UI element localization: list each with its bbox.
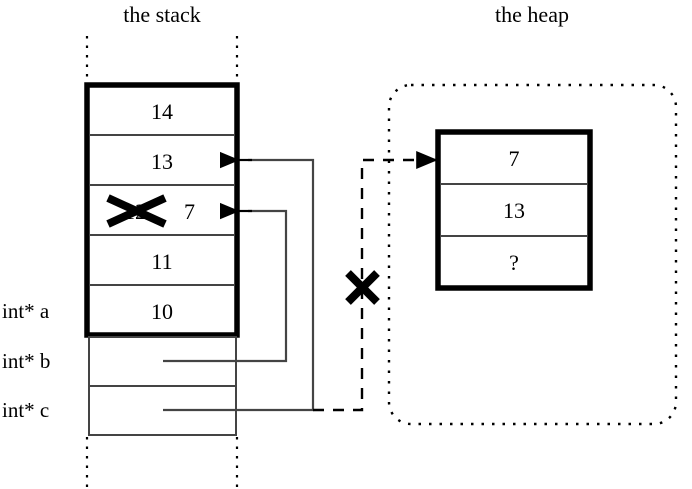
pointer-b-arrow (163, 202, 288, 363)
heap-cell-value: 13 (503, 198, 525, 223)
stack-cell-value: 11 (151, 249, 173, 274)
stack-region-dotted-guides (85, 36, 239, 487)
stack-cell-value: 13 (151, 149, 173, 174)
pointer-a-dangling-dashed (313, 151, 438, 412)
stack-cell-new-value: 7 (184, 199, 195, 224)
variable-label-c: int* c (2, 398, 50, 422)
heap-block-box (435, 129, 593, 291)
heap-cell-value: 7 (508, 146, 520, 171)
variable-label-a: int* a (2, 299, 50, 323)
variable-label-b: int* b (2, 349, 51, 373)
stack-cell-value: 14 (151, 99, 173, 124)
heap-cell-value: ? (509, 250, 519, 275)
stack-cell-value: 10 (151, 299, 173, 324)
struck-value-x-mark (106, 194, 167, 228)
invalid-pointer-x-mark (345, 270, 380, 305)
stack-title: the stack (123, 2, 201, 27)
heap-title: the heap (495, 2, 569, 27)
pointer-c-arrow (163, 151, 315, 412)
stack-cell-old-value: 12 (124, 199, 146, 224)
stack-pointer-cells-box (88, 336, 237, 436)
